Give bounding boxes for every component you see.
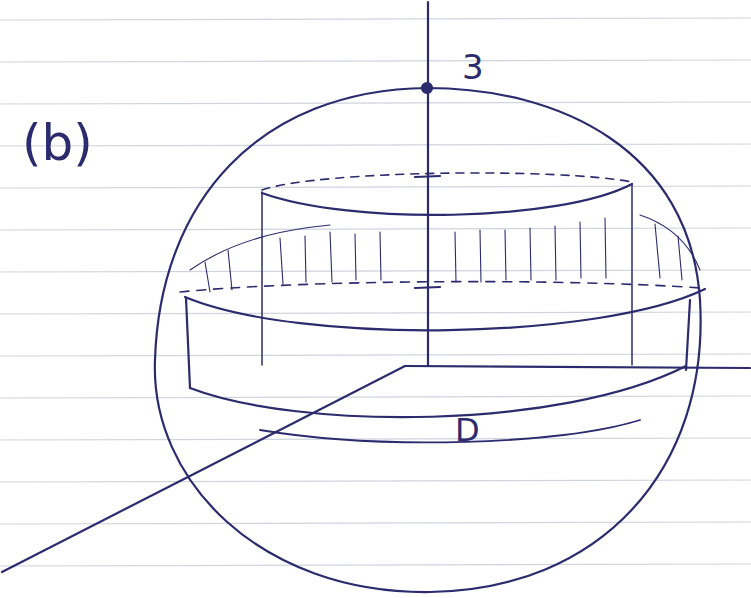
y-axis (405, 366, 750, 368)
figure-label: (b) (22, 118, 93, 168)
slab-mid-ellipse (180, 282, 700, 292)
slab-bottom-rim (260, 420, 640, 442)
slab-top-ellipse (262, 173, 632, 190)
tick (415, 176, 440, 177)
slab-bottom-arc (190, 366, 686, 417)
hatching (190, 215, 700, 292)
tick (415, 287, 440, 288)
region-label: D (455, 414, 480, 446)
slab-front-arc (185, 289, 705, 330)
axis-value: 3 (462, 50, 484, 84)
paper-lines (0, 18, 751, 566)
x-axis (2, 366, 405, 572)
slab-side (686, 300, 690, 370)
slab-side (261, 192, 263, 365)
z-axis (427, 2, 429, 366)
top-point (422, 83, 432, 93)
slab-front-arc (262, 184, 632, 215)
slab-side (186, 298, 190, 388)
slab-side (631, 184, 633, 365)
